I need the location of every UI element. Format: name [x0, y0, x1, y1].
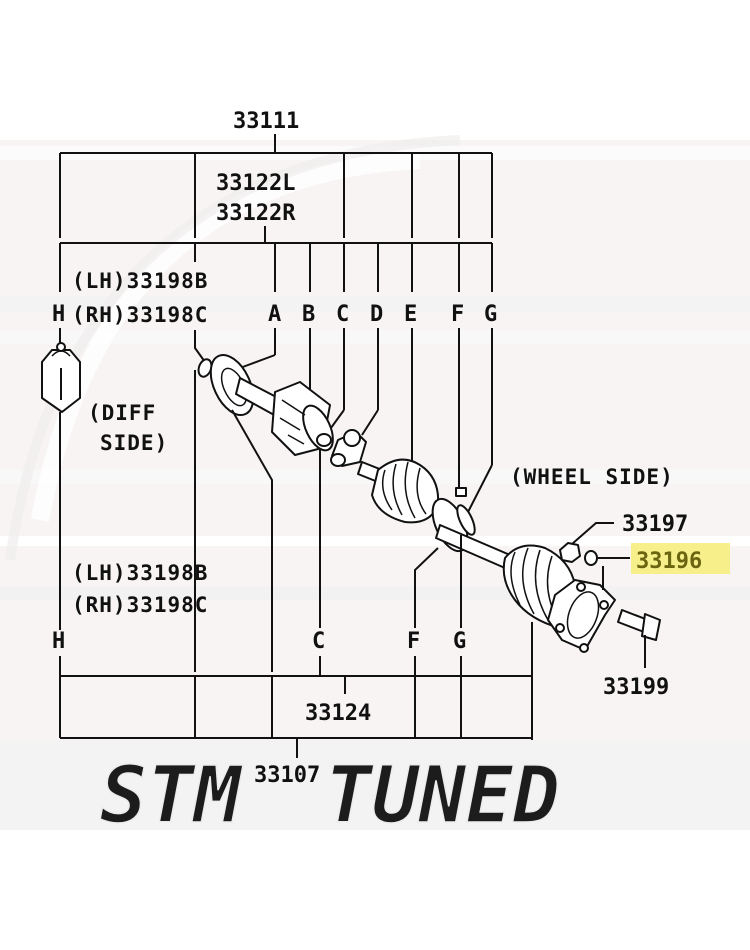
label-33122L: 33122L: [216, 171, 295, 196]
label-lh-33198B-upper: (LH)33198B: [72, 269, 208, 293]
label-33197-nut: 33197: [622, 512, 688, 537]
label-rh-33198C-upper: (RH)33198C: [72, 303, 208, 327]
letter-C-bottom: C: [312, 629, 325, 654]
letter-H-top: H: [52, 302, 65, 327]
label-diff-side-1: (DIFF: [88, 401, 156, 425]
letter-D: D: [370, 302, 383, 327]
label-33196-washer[interactable]: 33196: [636, 549, 702, 574]
label-33124: 33124: [305, 701, 371, 726]
watermark-stm: STM: [100, 751, 244, 841]
highlight-33196: [631, 543, 730, 574]
letter-G-top: G: [484, 302, 497, 327]
label-wheel-side: (WHEEL SIDE): [510, 465, 674, 489]
label-33107: 33107: [254, 763, 320, 788]
label-33111: 33111: [233, 109, 299, 134]
label-lh-33198B-lower: (LH)33198B: [72, 561, 208, 585]
letter-B: B: [302, 302, 315, 327]
watermark-background: STM TUNED: [0, 135, 750, 842]
label-33199-bolt: 33199: [603, 675, 669, 700]
A-lower-leader: [231, 409, 273, 672]
letter-F-bottom: F: [407, 629, 420, 654]
watermark-logo: STM TUNED: [99, 750, 560, 842]
letter-A: A: [268, 302, 281, 327]
letter-C-top: C: [336, 302, 349, 327]
label-33122R: 33122R: [216, 201, 296, 226]
letter-G-bottom: G: [453, 629, 466, 654]
letter-H-bottom: H: [52, 629, 65, 654]
watermark-tuned: TUNED: [325, 751, 560, 841]
driveshaft-drawing: [197, 354, 661, 653]
letter-F-top: F: [451, 302, 464, 327]
label-rh-33198C-lower: (RH)33198C: [72, 593, 208, 617]
letter-E: E: [404, 302, 417, 327]
label-diff-side-2: SIDE): [100, 431, 168, 455]
diff-side-seal-part: [41, 342, 81, 413]
